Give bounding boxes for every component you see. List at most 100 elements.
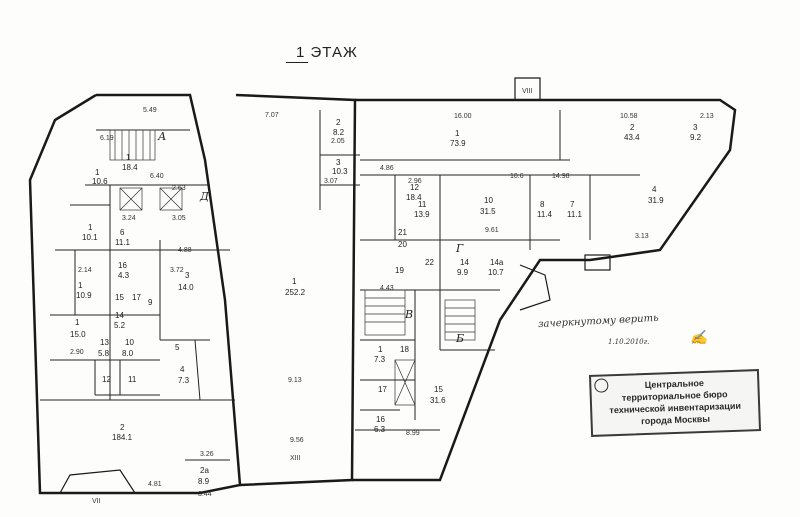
right-wing-outline — [352, 98, 737, 482]
svg-text:10.1: 10.1 — [82, 233, 98, 242]
svg-text:7.3: 7.3 — [374, 355, 386, 364]
svg-text:4.3: 4.3 — [118, 271, 130, 280]
svg-text:11: 11 — [418, 200, 427, 209]
svg-text:2.13: 2.13 — [700, 113, 714, 120]
svg-text:9.61: 9.61 — [485, 227, 499, 234]
svg-text:8.99: 8.99 — [406, 430, 420, 437]
svg-text:15: 15 — [434, 385, 443, 394]
svg-text:Д: Д — [199, 190, 210, 203]
svg-text:10: 10 — [125, 338, 134, 347]
svg-text:14.98: 14.98 — [552, 173, 570, 180]
svg-text:1: 1 — [75, 318, 80, 327]
left-wing-outline — [28, 93, 242, 495]
svg-text:В: В — [404, 308, 413, 321]
svg-text:31.5: 31.5 — [480, 207, 496, 216]
svg-text:16.00: 16.00 — [454, 113, 472, 120]
svg-text:5: 5 — [175, 343, 180, 352]
svg-text:17: 17 — [378, 385, 387, 394]
svg-text:8.9: 8.9 — [198, 477, 210, 486]
svg-text:1: 1 — [88, 223, 93, 232]
svg-text:3: 3 — [336, 158, 341, 167]
svg-text:21: 21 — [398, 228, 407, 237]
svg-text:Г: Г — [455, 242, 464, 255]
svg-text:1: 1 — [126, 153, 131, 162]
svg-text:10.58: 10.58 — [620, 113, 638, 120]
svg-text:252.2: 252.2 — [285, 288, 306, 297]
svg-text:3.44: 3.44 — [198, 491, 212, 498]
svg-text:7: 7 — [570, 200, 575, 209]
svg-text:73.9: 73.9 — [450, 139, 466, 148]
svg-text:8: 8 — [540, 200, 545, 209]
svg-text:4: 4 — [652, 185, 657, 194]
svg-text:14: 14 — [115, 311, 124, 320]
svg-text:18.4: 18.4 — [406, 193, 422, 202]
svg-text:А: А — [157, 130, 166, 143]
svg-text:2.96: 2.96 — [408, 178, 422, 185]
svg-text:13.9: 13.9 — [414, 210, 430, 219]
svg-text:3: 3 — [185, 271, 190, 280]
svg-text:2: 2 — [120, 423, 125, 432]
svg-text:XIII: XIII — [290, 455, 301, 462]
svg-text:43.4: 43.4 — [624, 133, 640, 142]
svg-text:2а: 2а — [200, 466, 209, 475]
svg-text:22: 22 — [425, 258, 434, 267]
porches — [59, 77, 611, 494]
svg-text:4.88: 4.88 — [178, 247, 192, 254]
svg-text:3.07: 3.07 — [324, 178, 338, 185]
svg-text:4.43: 4.43 — [380, 285, 394, 292]
svg-text:10.9: 10.9 — [76, 291, 92, 300]
svg-text:18: 18 — [400, 345, 409, 354]
svg-text:2.14: 2.14 — [78, 267, 92, 274]
svg-text:1: 1 — [78, 281, 83, 290]
svg-text:20: 20 — [398, 240, 407, 249]
svg-text:3.24: 3.24 — [122, 215, 136, 222]
svg-text:4.81: 4.81 — [148, 481, 162, 488]
svg-text:11.1: 11.1 — [567, 210, 583, 219]
svg-text:13: 13 — [100, 338, 109, 347]
svg-text:2: 2 — [630, 123, 635, 132]
svg-text:18.4: 18.4 — [122, 163, 138, 172]
svg-text:10.7: 10.7 — [488, 268, 504, 277]
svg-text:10: 10 — [484, 196, 493, 205]
svg-text:6.19: 6.19 — [100, 135, 114, 142]
svg-text:12: 12 — [410, 183, 419, 192]
svg-text:14.0: 14.0 — [178, 283, 194, 292]
svg-text:15: 15 — [115, 293, 124, 302]
svg-text:16: 16 — [376, 415, 385, 424]
annotation-date: 1.10.2010г. — [608, 338, 650, 346]
svg-text:12: 12 — [102, 375, 111, 384]
dimension-labels: 5.49 6.19 6.40 2.63 3.24 3.05 4.88 3.72 … — [70, 107, 714, 498]
svg-text:6.3: 6.3 — [374, 425, 386, 434]
svg-text:1: 1 — [95, 168, 100, 177]
svg-text:1: 1 — [455, 129, 460, 138]
exit-labels: VIII XIII VII — [92, 88, 533, 505]
svg-text:3.05: 3.05 — [172, 215, 186, 222]
outer-walls — [28, 93, 737, 495]
svg-text:5.8: 5.8 — [98, 349, 110, 358]
svg-text:14а: 14а — [490, 258, 504, 267]
svg-text:11: 11 — [128, 375, 137, 384]
svg-text:2.63: 2.63 — [172, 185, 186, 192]
svg-text:5.2: 5.2 — [114, 321, 126, 330]
title-underline — [286, 62, 308, 63]
svg-text:9.2: 9.2 — [690, 133, 702, 142]
svg-text:6: 6 — [120, 228, 125, 237]
svg-text:4: 4 — [180, 365, 185, 374]
svg-text:184.1: 184.1 — [112, 433, 133, 442]
svg-text:9.13: 9.13 — [288, 377, 302, 384]
room-labels: 110.6 110.1 110.9 115.0 118.4 611.1 314.… — [70, 118, 702, 486]
svg-text:3.72: 3.72 — [170, 267, 184, 274]
svg-text:10.3: 10.3 — [332, 167, 348, 176]
svg-text:5.49: 5.49 — [143, 107, 157, 114]
svg-text:9: 9 — [148, 298, 153, 307]
staircases — [109, 129, 476, 406]
bti-stamp: Центральное территориальное бюро техниче… — [588, 369, 762, 437]
svg-text:16: 16 — [118, 261, 127, 270]
svg-text:10.6: 10.6 — [510, 173, 524, 180]
signature-mark: ✍ — [690, 330, 708, 346]
svg-text:31.6: 31.6 — [430, 396, 446, 405]
svg-text:7.3: 7.3 — [178, 376, 190, 385]
svg-text:3.13: 3.13 — [635, 233, 649, 240]
svg-text:15.0: 15.0 — [70, 330, 86, 339]
room-area-label: 10.6 — [92, 177, 108, 186]
